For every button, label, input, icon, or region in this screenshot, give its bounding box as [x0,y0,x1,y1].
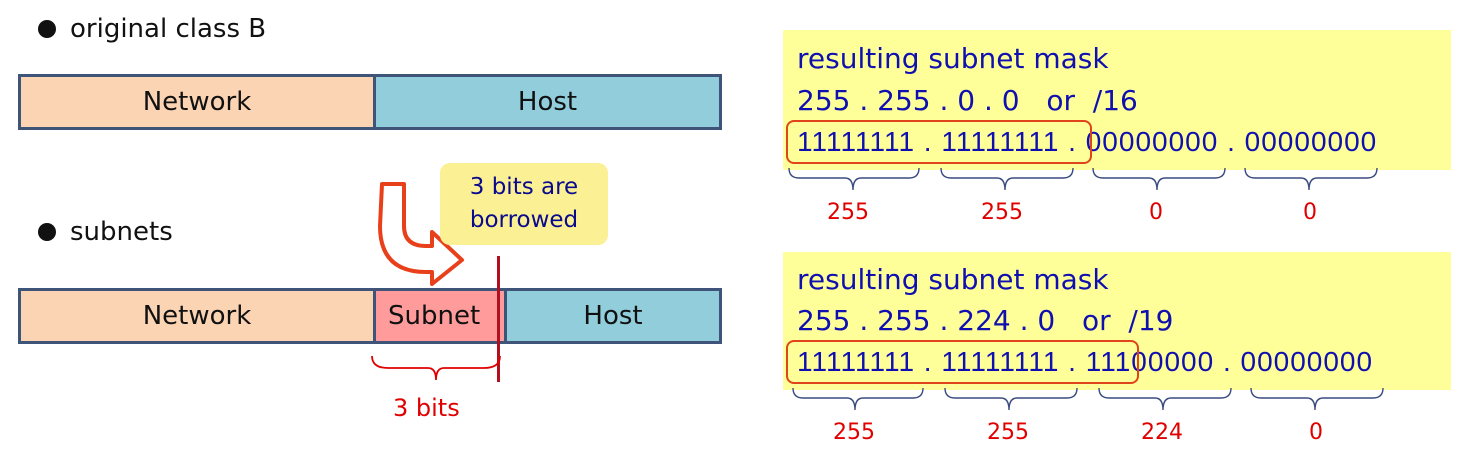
octet-label: 0 [1303,200,1317,225]
mask-binary: 11111111 . 11111111 . 11100000 . 0000000… [797,346,1374,377]
network-label: Network [142,301,252,331]
bullet-icon [38,20,56,38]
host-segment: Host [373,77,719,127]
callout-line-1: 3 bits are [469,174,579,200]
borrowed-bits-callout: 3 bits are borrowed [440,163,608,245]
subnetted-address-bar: Network Subnet Host [18,288,722,344]
octet-label: 255 [827,200,869,225]
network-label: Network [142,87,252,117]
octet-braces-icon [792,387,1384,411]
network-subnet-bits-highlight [786,340,1139,384]
borrow-arrow-icon [378,182,464,286]
network-segment: Network [21,77,373,127]
subnet-mask-16-box [783,30,1451,170]
section-label: subnets [70,217,173,247]
host-label: Host [517,87,578,117]
octet-label: 255 [981,200,1023,225]
bullet-icon [38,223,56,241]
callout-line-2: borrowed [469,207,579,233]
mask-binary: 11111111 . 11111111 . 00000000 . 0000000… [797,126,1378,157]
mask-title: resulting subnet mask [797,263,1109,296]
octet-label: 224 [1141,420,1183,445]
mask-dotted: 255 . 255 . 224 . 0 or /19 [797,304,1174,337]
section-label: original class B [70,14,267,44]
section-original-class-b: original class B [38,14,266,44]
octet-label: 255 [987,420,1029,445]
octet-label: 0 [1309,420,1323,445]
host-label: Host [583,301,643,331]
mask-title: resulting subnet mask [797,42,1109,75]
subnet-mask-19-box [783,252,1451,390]
octet-label: 0 [1149,200,1163,225]
network-segment: Network [21,291,373,341]
subnet-segment: Subnet [373,291,504,341]
section-subnets: subnets [38,217,173,247]
class-b-address-bar: Network Host [18,74,722,130]
subnet-label: Subnet [388,301,481,331]
network-bits-highlight [786,120,1092,164]
octet-braces-icon [788,167,1378,191]
mask-dotted: 255 . 255 . 0 . 0 or /16 [797,84,1138,117]
three-bits-label: 3 bits [393,394,460,422]
subnet-boundary-line [497,256,500,382]
octet-label: 255 [833,420,875,445]
subnet-brace-icon [371,355,501,381]
host-segment: Host [504,291,719,341]
